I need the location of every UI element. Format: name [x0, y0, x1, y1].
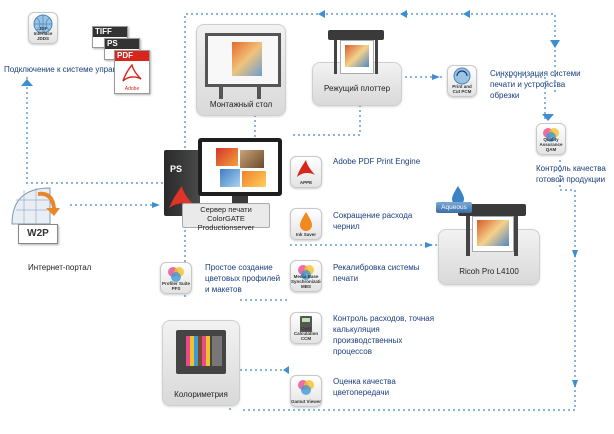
quality-label: Контроль качества готовой продукции [536, 164, 606, 184]
arrow-icon [400, 10, 407, 18]
pdf-file-icon: PDF Adobe [114, 50, 150, 94]
profiler-label: Простое создание цветовых профилей и мак… [205, 263, 281, 294]
appe-flame-icon [297, 160, 315, 177]
globe-grid-icon [11, 187, 60, 225]
color-wheel-icon [298, 380, 314, 395]
pdf-label: PDF [115, 51, 149, 61]
arrow-icon [425, 242, 433, 248]
web-portal-icon: W2P [10, 186, 60, 250]
adobe-flame-icon [169, 186, 195, 208]
arrow-icon [318, 10, 325, 18]
media-base-badge: Media Base Synchronization MBS [290, 260, 322, 292]
water-drop-icon [452, 186, 464, 205]
adobe-logo-icon [122, 64, 142, 82]
mounting-artwork [232, 42, 262, 76]
aqueous-tag: Aqueous [436, 202, 472, 213]
globe-icon [33, 14, 53, 34]
color-wheel-icon [298, 265, 314, 280]
jdf-label: Подключение к системе управления [4, 65, 139, 74]
arrow-icon [572, 380, 578, 388]
monitor-screen [202, 142, 278, 192]
jdf-badge-caption: JDF Interface JDDS [33, 26, 53, 41]
quality-assurance-caption: Quality Assurance QAM [539, 137, 563, 152]
mounting-table-box: Монтажный стол [196, 24, 286, 116]
arrow-icon [572, 250, 578, 258]
ricoh-printer-device [458, 200, 526, 256]
server-monitor [198, 138, 282, 196]
profiler-suite-caption: Profiler Suite PFS [161, 281, 190, 291]
mounting-table-label: Монтажный стол [209, 100, 273, 109]
ps-label: PS [105, 39, 139, 49]
ink-drop-icon [300, 212, 312, 231]
color-wheel-icon [168, 267, 184, 282]
portal-label: Интернет-портал [28, 263, 92, 272]
sync-icon [453, 67, 471, 85]
ink-saver-label: Сокращение расхода чернил [333, 211, 413, 231]
ricoh-printer-label: Ricoh Pro L4100 [459, 267, 519, 276]
ink-saver-badge: Ink Saver [290, 208, 322, 240]
color-wheel-icon [543, 128, 559, 142]
cutting-plotter-label: Режущий плоттер [323, 84, 391, 93]
gamut-viewer-badge: Gamut Viewer [290, 375, 322, 407]
cost-calc-label: Контроль расходов, точная калькуляция пр… [333, 314, 435, 356]
gamut-viewer-label: Оценка качества цветопередачи [333, 377, 396, 397]
jdf-interface-badge: JDF Interface JDDS [28, 12, 58, 44]
spectrophotometer-icon [176, 330, 226, 374]
appe-label: Adobe PDF Print Engine [333, 157, 421, 166]
w2p-label: W2P [18, 224, 58, 244]
appe-caption: APPE [299, 180, 313, 185]
arrow-icon [283, 366, 289, 374]
sync-label: Синхронизация системи печати и устройств… [490, 69, 581, 100]
arrow-icon [432, 74, 440, 80]
arrow-icon [463, 10, 470, 18]
profiler-suite-badge: Profiler Suite PFS [160, 262, 192, 294]
cost-calc-badge: Cost Calculation CCM [290, 312, 322, 344]
arrow-icon [542, 114, 554, 121]
server-caption: Сервер печати ColorGATE Productionserver [182, 203, 270, 232]
arrow-icon [550, 40, 560, 48]
quality-assurance-badge: Quality Assurance QAM [536, 123, 566, 155]
cost-calc-caption: Cost Calculation CCM [293, 326, 319, 341]
media-base-caption: Media Base Synchronization MBS [291, 274, 321, 289]
colorimetry-label: Колориметрия [174, 390, 228, 399]
calculator-icon [300, 316, 312, 332]
arrow-icon [21, 79, 33, 86]
media-base-label: Рекалибровка системы печати [333, 263, 420, 283]
tiff-label: TIFF [93, 27, 127, 37]
arrow-icon [152, 202, 160, 208]
print-and-cut-badge: Print and Cut PCM [447, 65, 477, 97]
appe-badge: APPE [290, 156, 322, 188]
print-and-cut-caption: Print and Cut PCM [452, 84, 472, 94]
cutting-plotter-device [328, 30, 384, 76]
mounting-table-frame [205, 33, 281, 87]
ink-saver-caption: Ink Saver [295, 232, 316, 237]
gamut-viewer-caption: Gamut Viewer [291, 399, 321, 404]
adobe-caption: Adobe [124, 86, 140, 92]
ps-tower-label: PS [170, 164, 183, 174]
